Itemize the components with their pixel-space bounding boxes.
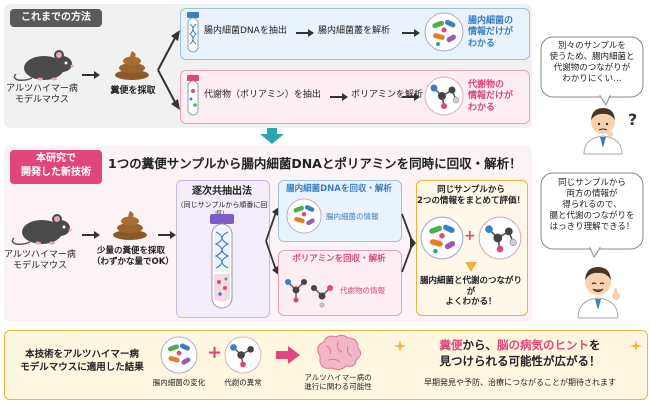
arrow-right-icon xyxy=(296,29,314,37)
bottom-step1: 代謝物（ポリアミン）を抽出 xyxy=(204,90,321,100)
bacteria-icon xyxy=(286,198,322,234)
arrow-right-icon xyxy=(158,231,176,239)
bacteria-icon xyxy=(424,12,464,52)
bubble-text-middle: 同じサンプルから 両方の情報が 得られるので、 腸と代謝のつながりを はっきり理… xyxy=(549,178,635,233)
top-result: 腸内細菌の 情報だけが わかる xyxy=(468,16,514,49)
results-left: 本技術をアルツハイマー病 モデルマウスに適用した結果 xyxy=(20,349,144,374)
sparkle-icon xyxy=(630,340,642,352)
doctor-happy-icon xyxy=(577,267,620,319)
bottom-result: 代謝物の 情報だけが わかる xyxy=(468,80,514,113)
combined-bottom: 腸内細菌と代謝のつながりが よくわかる！ xyxy=(419,276,522,308)
headline-wo: を xyxy=(589,338,601,352)
tube-icon xyxy=(210,214,234,309)
results-subline: 早期発見や予防、治療につながることが期待されます xyxy=(424,378,616,387)
arrow-down-icon xyxy=(260,128,284,144)
sparkle-icon xyxy=(394,340,406,352)
feces-icon xyxy=(113,211,147,240)
mouse-label: アルツハイマー病 モデルマウス xyxy=(6,84,78,106)
result-item3: アルツハイマー病の 進行に関わる可能性 xyxy=(304,373,372,391)
result-item2: 代謝の異常 xyxy=(224,378,262,387)
arrow-right-icon xyxy=(402,29,420,37)
speech-bubble xyxy=(540,172,644,259)
combined-top: 同じサンプルから 2つの情報をまとめて評価！ xyxy=(417,185,525,206)
arrow-right-icon xyxy=(276,346,300,364)
feces-label: 糞便を採取 xyxy=(110,86,156,96)
bottom-step2: ポリアミンを解析 xyxy=(351,90,423,100)
dna-box-caption: 腸内細菌の情報 xyxy=(326,212,379,221)
merge-arrows xyxy=(401,213,416,273)
headline-hint: 脳の病気のヒント xyxy=(497,338,589,352)
polyamine-tube-icon xyxy=(187,75,199,116)
headline-from: から、 xyxy=(462,338,498,352)
result-item1: 腸内細菌の変化 xyxy=(152,378,206,387)
question-mark: ? xyxy=(628,110,638,129)
headline-feces: 糞便 xyxy=(439,338,463,352)
arrow-right-icon xyxy=(82,231,100,239)
mouse-icon xyxy=(13,50,74,81)
top-step2: 腸内細菌叢を解析 xyxy=(318,26,391,36)
new-title: 1つの糞便サンプルから腸内細菌DNAとポリアミンを同時に回収・解析！ xyxy=(108,156,522,171)
arrow-down-icon xyxy=(465,262,477,272)
top-step1: 腸内細菌DNAを抽出 xyxy=(204,26,287,36)
arrow-right-icon xyxy=(330,93,348,101)
conventional-tag: これまでの方法 xyxy=(10,9,102,27)
molecule-icon xyxy=(424,76,464,116)
speech-bubble xyxy=(540,36,644,107)
dna-tube-icon xyxy=(187,12,199,53)
molecule-icon xyxy=(224,336,262,374)
results-headline-line2: 見つけられる可能性が広がる！ xyxy=(439,354,601,368)
molecule-icon xyxy=(478,216,522,260)
doctor-worried-icon xyxy=(583,108,623,155)
polyamine-recovery-box xyxy=(278,250,402,316)
poly-box-title: ポリアミンを回収・解析 xyxy=(292,254,386,264)
dna-analysis-box xyxy=(180,8,530,60)
results-headline: 糞便から、脳の病気のヒントを xyxy=(410,338,630,352)
bacteria-icon xyxy=(420,216,464,260)
mouse-icon xyxy=(11,214,72,245)
branch-arrows xyxy=(157,30,180,110)
plus-sign: + xyxy=(207,342,223,363)
feces-icon xyxy=(115,51,149,80)
feces-label: 少量の糞便を採取 （わずかな量でOK） xyxy=(92,246,174,267)
plus-sign: + xyxy=(464,228,476,244)
arrow-right-icon xyxy=(402,93,420,101)
poly-box-caption: 代謝物の情報 xyxy=(340,286,385,295)
polyamine-analysis-box xyxy=(180,70,530,124)
extraction-sub: （同じサンプルから順番に回収） xyxy=(176,201,268,218)
dna-box-title: 腸内細菌DNAを回収・解析 xyxy=(286,184,392,194)
molecule-icon xyxy=(285,279,333,308)
mouse-label: アルツハイマー病 モデルマウス xyxy=(4,250,76,272)
new-tag: 本研究で 開発した新技術 xyxy=(10,150,102,184)
brain-icon xyxy=(317,334,362,371)
arrow-right-icon xyxy=(82,71,100,79)
bacteria-icon xyxy=(160,336,198,374)
extraction-title: 逐次共抽出法 xyxy=(192,186,252,197)
bubble-text-top: 別々のサンプルを 使うため、腸内細菌と 代謝物のつながりが わかりにくい… xyxy=(549,41,635,85)
